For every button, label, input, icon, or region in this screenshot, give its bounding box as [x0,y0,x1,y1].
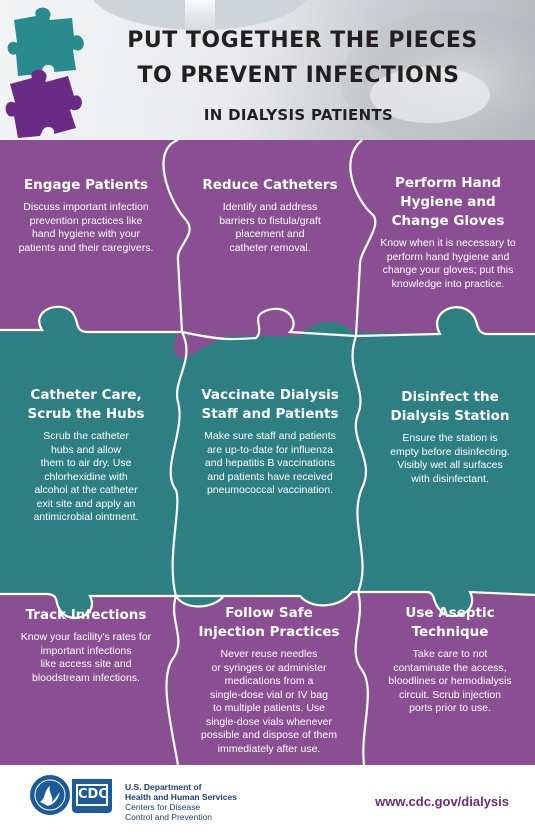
seam-middle-left [169,331,188,597]
piece-disinfect-station: Disinfect the Dialysis Station Ensure th… [372,388,528,486]
header-banner: PUT TOGETHER THE PIECES TO PREVENT INFEC… [0,0,535,140]
faucet-handwash-photo [93,0,535,140]
piece-text: Take care to not contaminate the access,… [388,648,512,714]
teal-piece-shape [7,7,84,76]
piece-text: Know when it is necessary to perform han… [380,237,516,290]
piece-vaccinate: Vaccinate Dialysis Staff and Patients Ma… [188,386,352,498]
page-title-line-2: TO PREVENT INFECTIONS [137,63,460,88]
piece-engage-patients: Engage Patients Discuss important infect… [6,176,166,255]
seam-row-lower [0,590,535,620]
piece-title: Use Aseptic Technique [405,605,495,640]
puzzle-grid: Engage Patients Discuss important infect… [0,140,535,765]
footer: CDC U.S. Department of Health and Human … [0,765,535,834]
piece-aseptic-technique: Use Aseptic Technique Take care to not c… [370,604,530,716]
seam-middle-right [351,335,368,593]
piece-reduce-catheters: Reduce Catheters Identify and address ba… [190,176,350,255]
piece-text: Know your facility's rates for important… [20,631,152,684]
cdc-line-1: Centers for Disease [125,802,201,812]
puzzle-piece-icon [5,69,82,138]
page-subtitle: IN DIALYSIS PATIENTS [203,106,394,124]
piece-title: Disinfect the Dialysis Station [390,389,510,424]
piece-text: Never reuse needles or syringes or admin… [200,648,337,755]
piece-title: Engage Patients [23,177,149,193]
piece-catheter-care: Catheter Care, Scrub the Hubs Scrub the … [6,386,166,525]
piece-hand-hygiene: Perform Hand Hygiene and Change Gloves K… [368,174,528,291]
piece-text: Ensure the station is empty before disin… [390,432,510,485]
dept-line-2: Health and Human Services [125,792,237,802]
agency-name: U.S. Department of Health and Human Serv… [125,782,237,822]
hhs-seal-icon [30,775,70,815]
piece-title: Track Infections [25,607,147,623]
piece-text: Make sure staff and patients are up-to-d… [204,430,336,496]
piece-title: Reduce Catheters [202,177,338,193]
teal-band [0,306,535,618]
seam-row-upper [0,305,535,341]
piece-track-infections: Track Infections Know your facility's ra… [6,606,166,685]
purple-piece-shape [5,69,82,138]
piece-safe-injection: Follow Safe Injection Practices Never re… [186,604,352,756]
puzzle-piece-icon [7,7,84,76]
website-link[interactable]: www.cdc.gov/dialysis [375,794,509,809]
puzzle-shapes [0,140,535,765]
seam-top-left [162,140,191,333]
piece-text: Discuss important infection prevention p… [18,201,154,254]
cdc-logo: CDC [72,779,112,813]
seam-top-right [349,140,377,337]
cdc-logo-text: CDC [76,784,108,806]
seam-bottom-right [354,591,369,765]
piece-text: Scrub the catheter hubs and allow them t… [33,430,139,523]
puzzle-seams [0,140,535,765]
piece-title: Vaccinate Dialysis Staff and Patients [201,387,339,422]
seam-bottom-left [165,595,180,765]
dept-line-1: U.S. Department of [125,782,202,792]
cdc-line-2: Control and Prevention [125,812,212,822]
page-title-line-1: PUT TOGETHER THE PIECES [127,28,478,53]
piece-text: Identify and address barriers to fistula… [219,201,321,254]
piece-title: Catheter Care, Scrub the Hubs [27,387,145,422]
piece-title: Perform Hand Hygiene and Change Gloves [391,175,505,229]
piece-title: Follow Safe Injection Practices [198,605,340,640]
